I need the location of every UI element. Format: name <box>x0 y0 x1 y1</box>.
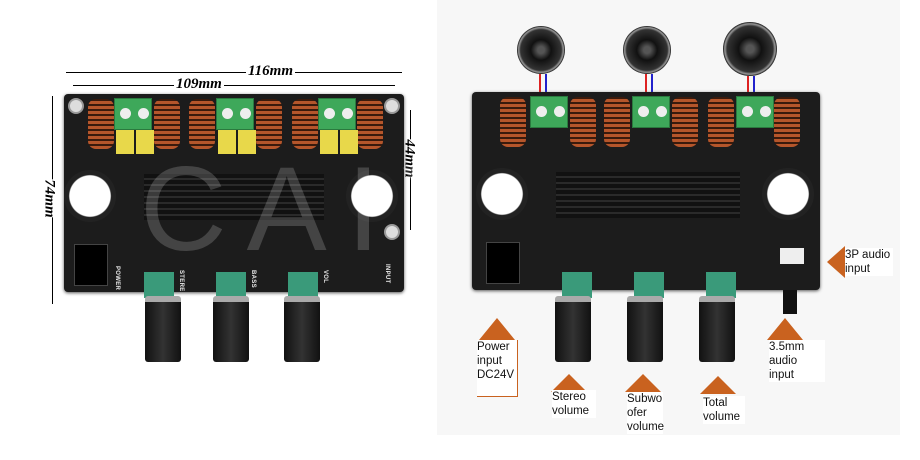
inductor <box>256 99 282 149</box>
label-3p-input: 3P audio input <box>845 248 893 276</box>
label-stereo-volume: Stereo volume <box>552 390 596 418</box>
speaker-terminal <box>530 96 568 128</box>
speaker-icon <box>517 26 565 74</box>
electrolytic-capacitor <box>346 170 398 222</box>
knob-stereo[interactable] <box>555 296 591 362</box>
inductor <box>708 97 734 147</box>
right-annotated-view: Power input DC24V Stereo volume Subwo of… <box>437 0 900 435</box>
wire-red <box>645 74 647 98</box>
arrow-stereo <box>551 374 587 392</box>
mount-hole <box>384 224 400 240</box>
electrolytic-capacitor <box>64 170 116 222</box>
label-power-input: Power input DC24V <box>477 340 518 397</box>
wire-blue <box>545 74 547 98</box>
arrow-3p <box>827 246 845 278</box>
knob-bass[interactable] <box>213 296 249 362</box>
speaker-icon <box>623 26 671 74</box>
capacitor <box>116 130 134 154</box>
audio-jack <box>783 290 797 314</box>
capacitor <box>136 130 154 154</box>
inductor <box>189 99 215 149</box>
dc-jack <box>74 244 108 286</box>
speaker-icon <box>723 22 777 76</box>
inductor <box>604 97 630 147</box>
heatsink <box>556 172 740 218</box>
dc-jack <box>486 242 520 284</box>
speaker-terminal <box>318 98 356 130</box>
dim-label-74: 74mm <box>40 179 58 218</box>
potentiometer <box>706 272 736 298</box>
inductor <box>570 97 596 147</box>
potentiometer <box>216 272 246 298</box>
wire-red <box>539 74 541 98</box>
speaker-terminal <box>632 96 670 128</box>
potentiometer <box>144 272 174 298</box>
wire-blue <box>651 74 653 98</box>
knob-bass[interactable] <box>627 296 663 362</box>
potentiometer <box>288 272 318 298</box>
potentiometer <box>562 272 592 298</box>
inductor <box>88 99 114 149</box>
speaker-terminal <box>736 96 774 128</box>
inductor <box>292 99 318 149</box>
electrolytic-capacitor <box>762 168 814 220</box>
amplifier-board <box>472 92 820 298</box>
capacitor <box>340 130 358 154</box>
inductor <box>154 99 180 149</box>
heatsink <box>144 174 324 220</box>
wire-red <box>747 76 749 98</box>
knob-volume[interactable] <box>284 296 320 362</box>
silk-label-power: POWER <box>114 266 120 291</box>
inductor <box>500 97 526 147</box>
left-product-view: 116mm 109mm 74mm 44mm STERE BASS VOL POW <box>0 0 587 460</box>
label-35mm-input: 3.5mm audio input <box>769 340 825 382</box>
inductor <box>357 99 383 149</box>
knob-volume[interactable] <box>699 296 735 362</box>
dim-label-116: 116mm <box>246 63 296 80</box>
amplifier-board: STERE BASS VOL POWER INPUT <box>64 94 404 298</box>
capacitor <box>218 130 236 154</box>
wire-blue <box>753 76 755 98</box>
potentiometer <box>634 272 664 298</box>
mount-hole <box>384 98 400 114</box>
arrow-35mm <box>767 318 803 340</box>
label-subwoofer-volume: Subwo ofer volume <box>627 392 665 434</box>
arrow-power <box>479 318 515 340</box>
inductor <box>672 97 698 147</box>
electrolytic-capacitor <box>476 168 528 220</box>
label-total-volume: Total volume <box>703 396 745 424</box>
speaker-terminal <box>114 98 152 130</box>
arrow-total <box>700 376 736 394</box>
dim-line-116 <box>66 72 402 73</box>
3p-connector <box>780 248 804 264</box>
dim-line-109 <box>73 85 395 86</box>
capacitor <box>238 130 256 154</box>
arrow-subwoofer <box>625 374 661 392</box>
mount-hole <box>68 98 84 114</box>
speaker-terminal <box>216 98 254 130</box>
dim-label-109: 109mm <box>174 76 224 93</box>
knob-stereo[interactable] <box>145 296 181 362</box>
capacitor <box>320 130 338 154</box>
inductor <box>774 97 800 147</box>
